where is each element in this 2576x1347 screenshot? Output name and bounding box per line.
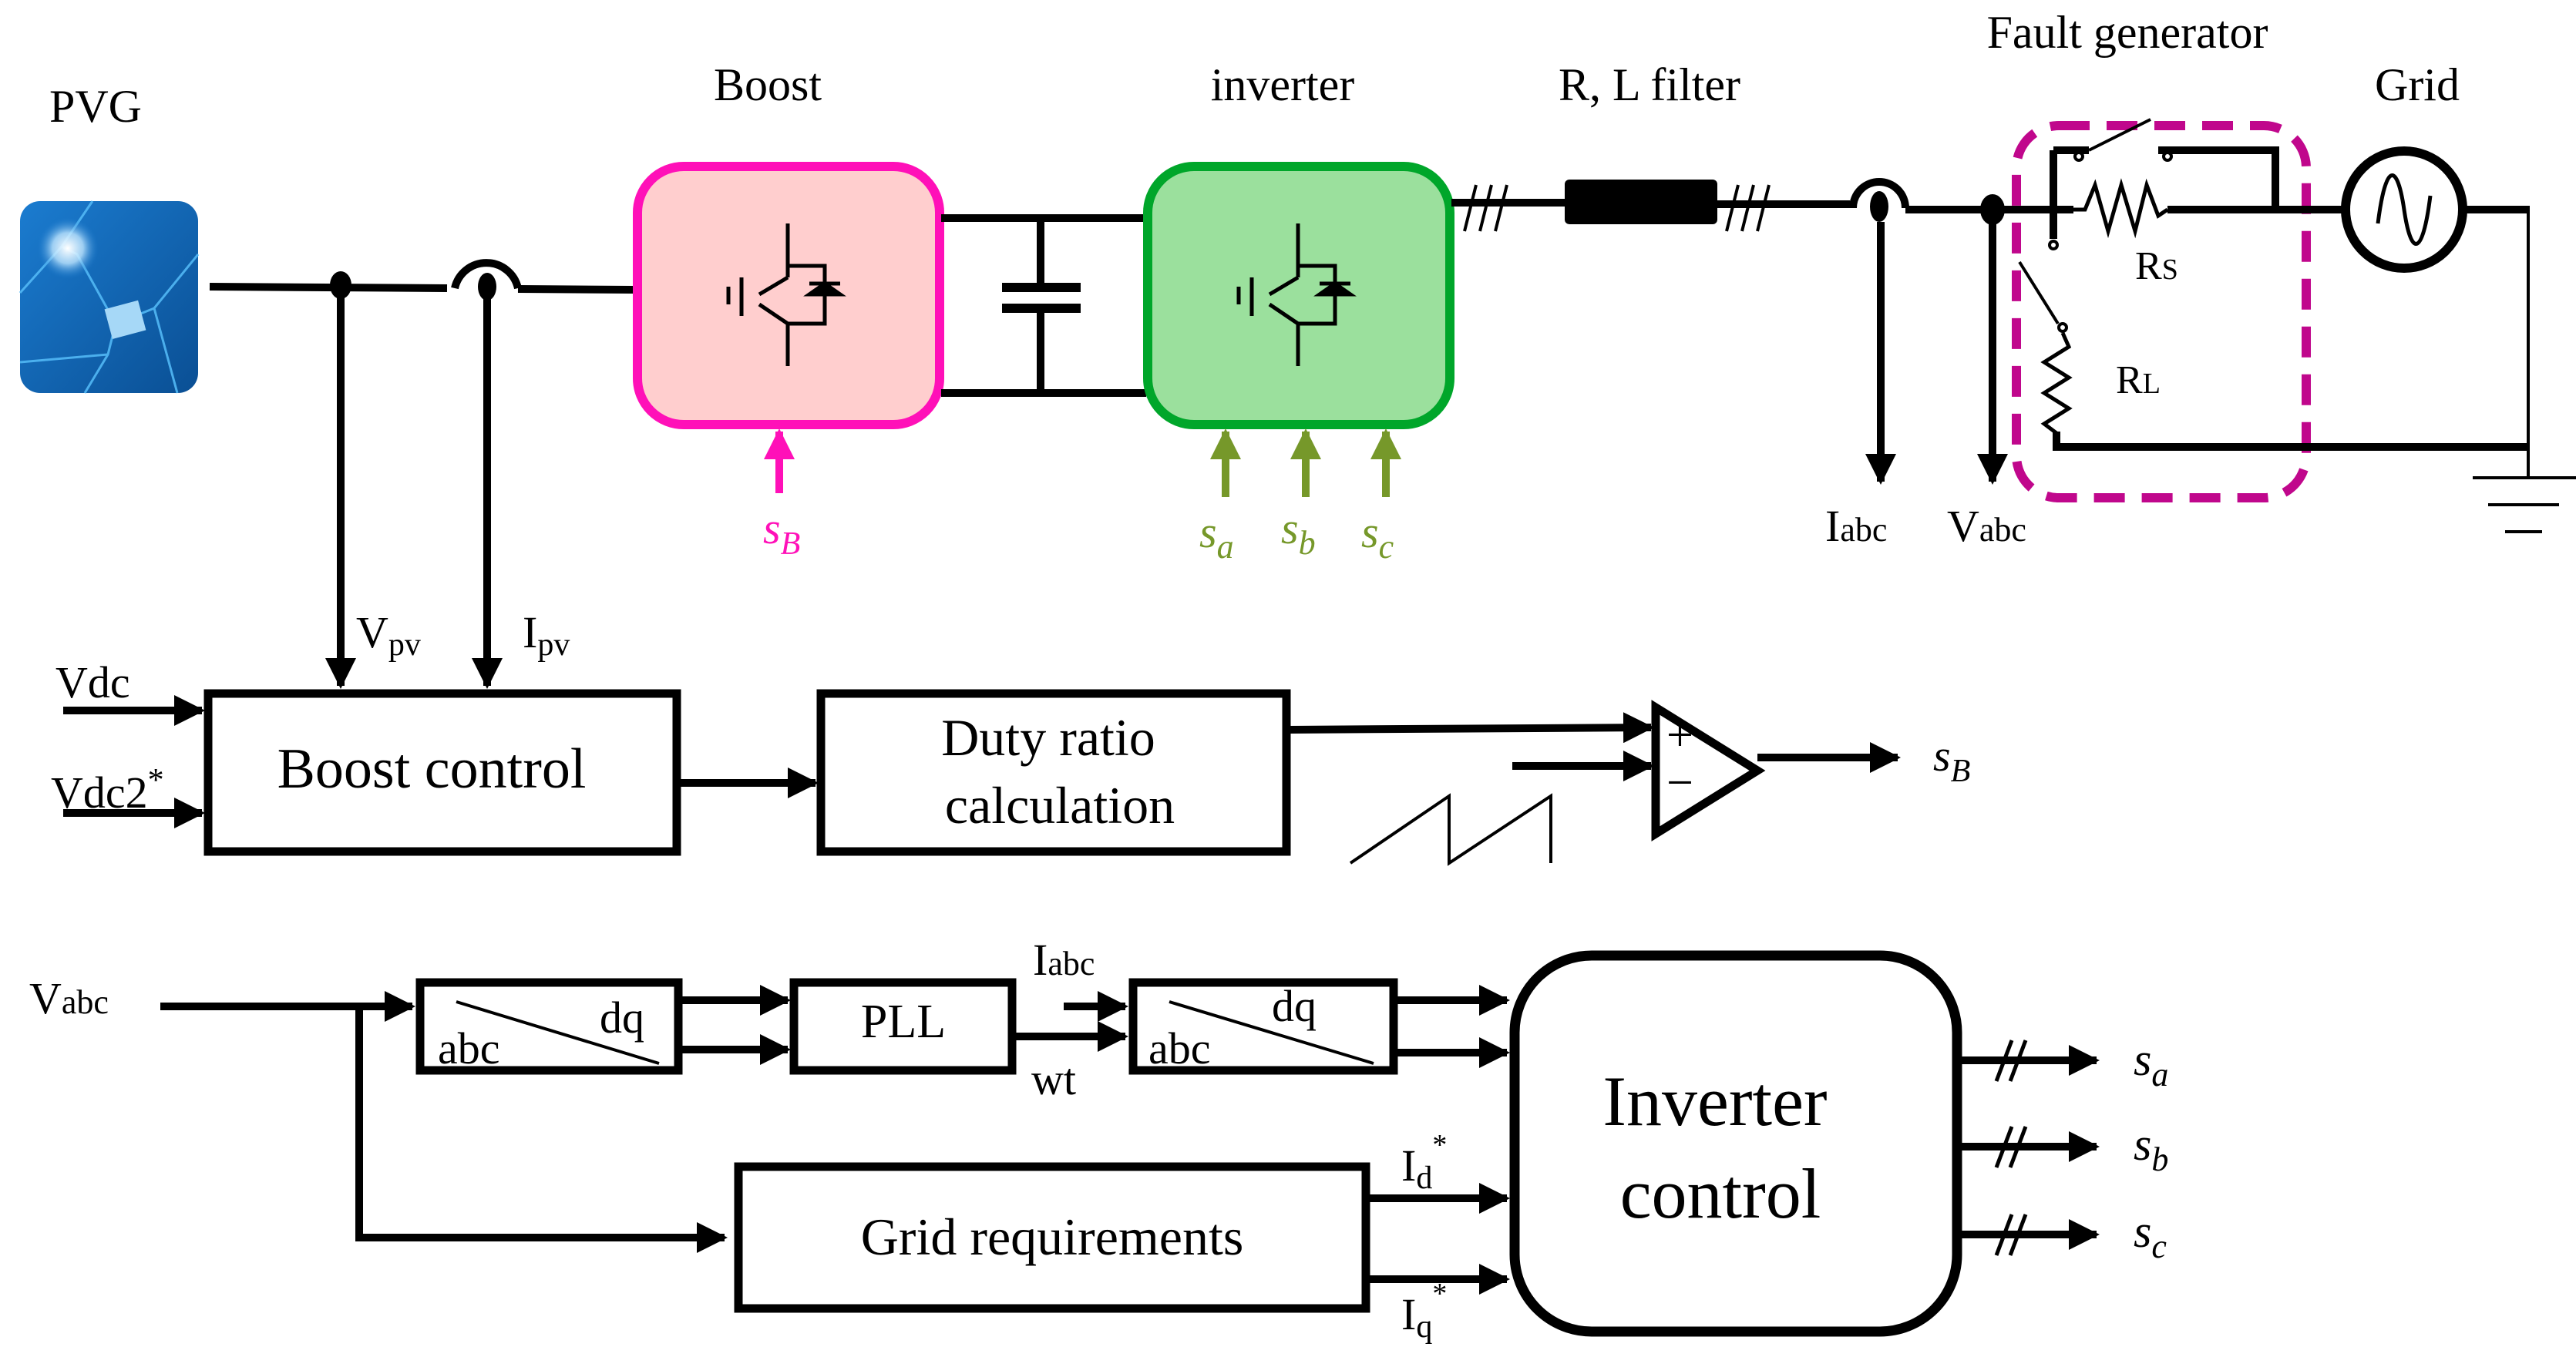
boost-pwm-output-label: sB xyxy=(1933,731,1970,789)
sawtooth-carrier-icon xyxy=(1349,793,1552,866)
inductor-icon xyxy=(1565,180,1717,224)
abc-dq-transform-1: abc dq xyxy=(415,978,683,1075)
grid-source-icon xyxy=(2341,146,2467,273)
inverter-gate-arrows xyxy=(1210,428,1401,497)
fault-generator-boundary xyxy=(2012,121,2311,502)
inverter-control-outputs xyxy=(1957,1040,2100,1256)
duty-ratio-line2: calculation xyxy=(945,776,1175,835)
grid-label: Grid xyxy=(2375,59,2460,110)
duty-ratio-line1: Duty ratio xyxy=(941,708,1155,767)
inverter-control-line2: control xyxy=(1620,1154,1821,1233)
gate-label-a: sa xyxy=(1199,507,1234,566)
filter-label: R, L filter xyxy=(1559,59,1740,110)
comparator-plus: + xyxy=(1666,709,1693,761)
gate-label-b: sb xyxy=(1281,503,1316,562)
rs-label: RS xyxy=(2135,244,2178,288)
ac-line xyxy=(1451,178,2050,232)
dc-input-wire xyxy=(209,259,637,301)
abc-dq-transform-2: abc dq xyxy=(1128,978,1398,1075)
vabc-label: Vabc xyxy=(1947,501,2026,551)
vabc-branch-wire xyxy=(355,1006,728,1253)
boost-control-block xyxy=(203,689,681,856)
iabc-label: Iabc xyxy=(1825,501,1887,551)
boost-box xyxy=(633,162,944,429)
boost-label: Boost xyxy=(714,59,822,110)
dc-link xyxy=(941,214,1146,397)
boost-gate-label: sB xyxy=(763,503,800,562)
igbt-icon xyxy=(726,223,846,366)
inverter-label: inverter xyxy=(1211,59,1355,110)
rl-resistor-icon xyxy=(2040,331,2073,435)
abcdq1-from: abc xyxy=(438,1023,500,1073)
boost-control-text: Boost control xyxy=(277,737,587,801)
iq-ref-label: Iq* xyxy=(1401,1278,1447,1345)
vdc-label: Vdc xyxy=(55,657,130,707)
output-label-c: sc xyxy=(2134,1206,2167,1265)
output-label-b: sb xyxy=(2134,1119,2168,1178)
comparator: + − xyxy=(1651,700,1766,841)
duty-to-comparator-arrow xyxy=(1286,712,1654,744)
grid-requirements-text: Grid requirements xyxy=(861,1208,1244,1266)
pv-panel-icon xyxy=(18,200,200,394)
fault-generator-label: Fault generator xyxy=(1987,7,2268,58)
ground-icon xyxy=(2473,476,2576,533)
abcdq1-to: dq xyxy=(600,993,644,1043)
iabc-input-label: Iabc xyxy=(1033,935,1095,985)
duty-ratio-block xyxy=(816,689,1291,856)
ipv-label: Ipv xyxy=(523,607,570,663)
abcdq2-from: abc xyxy=(1148,1023,1211,1073)
pll-block xyxy=(789,978,1017,1075)
abcdq2-to: dq xyxy=(1272,981,1317,1031)
grid-requirements-block xyxy=(734,1162,1370,1313)
inverter-box xyxy=(1143,162,1454,429)
id-ref-label: Id* xyxy=(1401,1129,1447,1196)
vpv-label: Vpv xyxy=(356,607,421,663)
gate-label-c: sc xyxy=(1361,507,1394,566)
fault-generator: RS RL xyxy=(2012,118,2528,502)
igbt-icon xyxy=(1236,223,1357,366)
boost-converter xyxy=(633,162,944,429)
vabc-input-label: Vabc xyxy=(29,973,109,1023)
three-phase-marks xyxy=(1463,184,1771,232)
pvg-label: PVG xyxy=(49,81,142,132)
rl-label: RL xyxy=(2116,358,2161,402)
inverter-control-line1: Inverter xyxy=(1602,1062,1827,1140)
rs-resistor-icon xyxy=(2073,178,2169,239)
comparator-minus: − xyxy=(1666,757,1693,809)
inverter-control-block xyxy=(1509,950,1962,1337)
output-label-a: sa xyxy=(2134,1034,2168,1093)
pll-text: PLL xyxy=(861,996,946,1048)
inverter-block xyxy=(1143,162,1454,429)
wt-label: wt xyxy=(1031,1054,1076,1104)
